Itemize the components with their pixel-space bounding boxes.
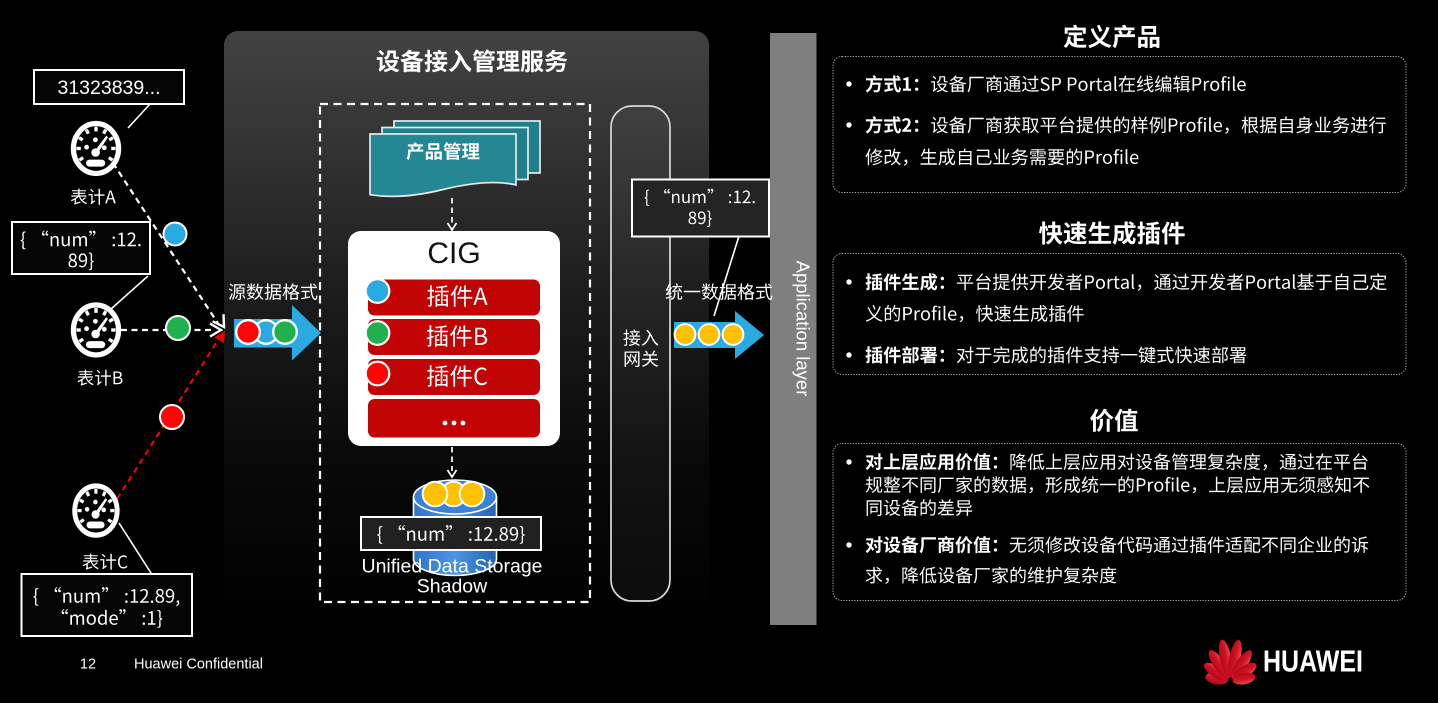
svg-text:12: 12 <box>80 657 96 673</box>
svg-text:Shadow: Shadow <box>417 576 488 598</box>
svg-text:HUAWEI: HUAWEI <box>1263 644 1363 679</box>
svg-text:CIG: CIG <box>427 237 480 270</box>
svg-text:Huawei Confidential: Huawei Confidential <box>134 657 263 673</box>
svg-text:31323839...: 31323839... <box>57 77 160 99</box>
svg-text:Unified Data Storage: Unified Data Storage <box>361 556 542 578</box>
svg-text:Application layer: Application layer <box>793 261 814 397</box>
